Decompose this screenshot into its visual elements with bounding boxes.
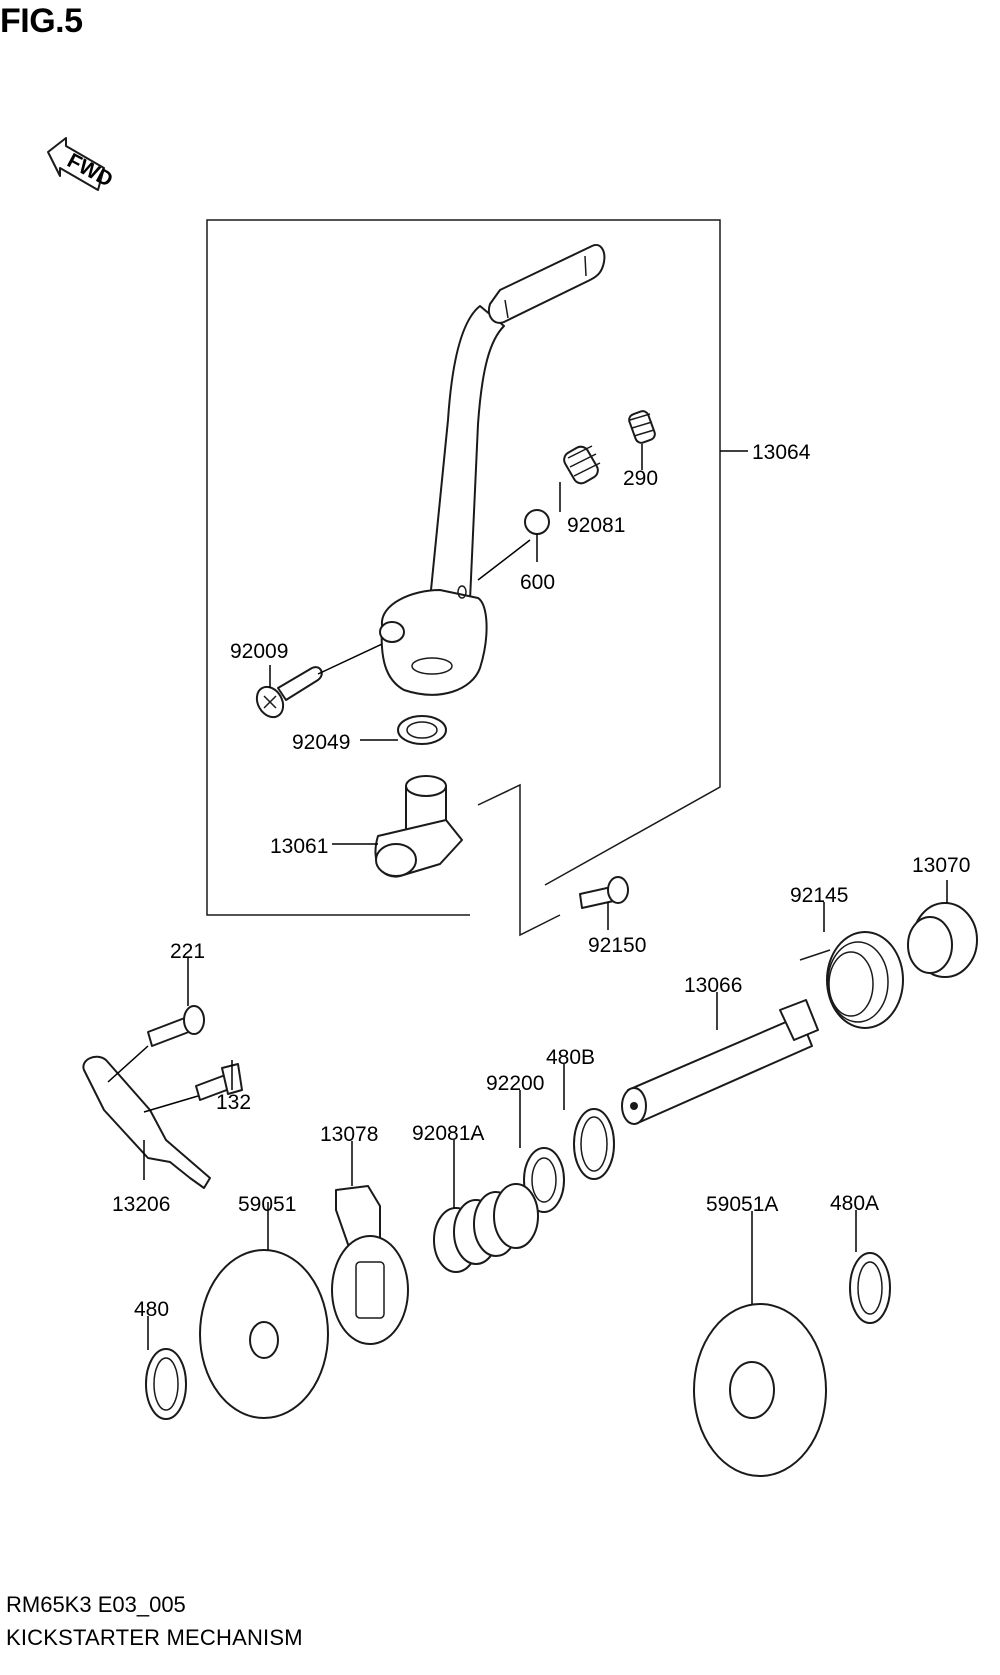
part-92150-bolt [579, 876, 629, 909]
callout-13070: 13070 [912, 854, 970, 877]
part-92081-spring [563, 445, 601, 485]
callout-480: 480 [134, 1298, 169, 1321]
part-59051A-gear [693, 1303, 827, 1477]
callout-labels: 13064 290 92081 600 92009 92049 13061 92… [112, 441, 970, 1321]
part-13061-boss [374, 775, 463, 878]
callout-92009: 92009 [230, 640, 288, 663]
callout-92200: 92200 [486, 1072, 544, 1095]
part-92081A-spring [433, 1183, 539, 1273]
callout-480A: 480A [830, 1192, 879, 1215]
part-92145-spring [799, 931, 904, 1029]
callout-13206: 13206 [112, 1193, 170, 1216]
part-59051-gear [199, 1249, 329, 1419]
part-13066-shaft [621, 999, 819, 1125]
part-480A-circlip [849, 1252, 891, 1324]
part-13078-ratchet [331, 1185, 409, 1345]
callout-92150: 92150 [588, 934, 646, 957]
callout-92049: 92049 [292, 731, 350, 754]
callout-600: 600 [520, 571, 555, 594]
figure-title: FIG.5 [0, 2, 83, 40]
callout-132: 132 [216, 1091, 251, 1114]
callout-92081A: 92081A [412, 1122, 484, 1145]
callout-221: 221 [170, 940, 205, 963]
callout-13078: 13078 [320, 1123, 378, 1146]
callout-480B: 480B [546, 1046, 595, 1069]
callout-13064: 13064 [752, 441, 811, 464]
part-290-spring [628, 410, 656, 444]
callout-13066: 13066 [684, 974, 742, 997]
leader-lines [107, 444, 948, 1350]
part-13206-plate [82, 1055, 211, 1189]
part-600-ball [524, 509, 550, 535]
callout-92145: 92145 [790, 884, 848, 907]
kick-lever [379, 244, 606, 696]
part-480-circlip [145, 1348, 187, 1420]
callout-92081: 92081 [567, 514, 625, 537]
callout-59051: 59051 [238, 1193, 296, 1216]
callout-290: 290 [623, 467, 658, 490]
figure-code: RM65K3 E03_005 [6, 1592, 186, 1617]
part-92049-washer [397, 715, 447, 745]
part-221-bolt [147, 1005, 205, 1047]
part-13070-collar [907, 902, 978, 978]
frame-break [477, 783, 561, 937]
assembly-frame [206, 219, 721, 916]
part-480B-circlip [573, 1108, 615, 1180]
figure-name: KICKSTARTER MECHANISM [6, 1625, 303, 1650]
callout-59051A: 59051A [706, 1193, 778, 1216]
part-92009-screw [255, 666, 323, 719]
callout-13061: 13061 [270, 835, 328, 858]
fwd-arrow-icon: FWD [47, 137, 116, 192]
